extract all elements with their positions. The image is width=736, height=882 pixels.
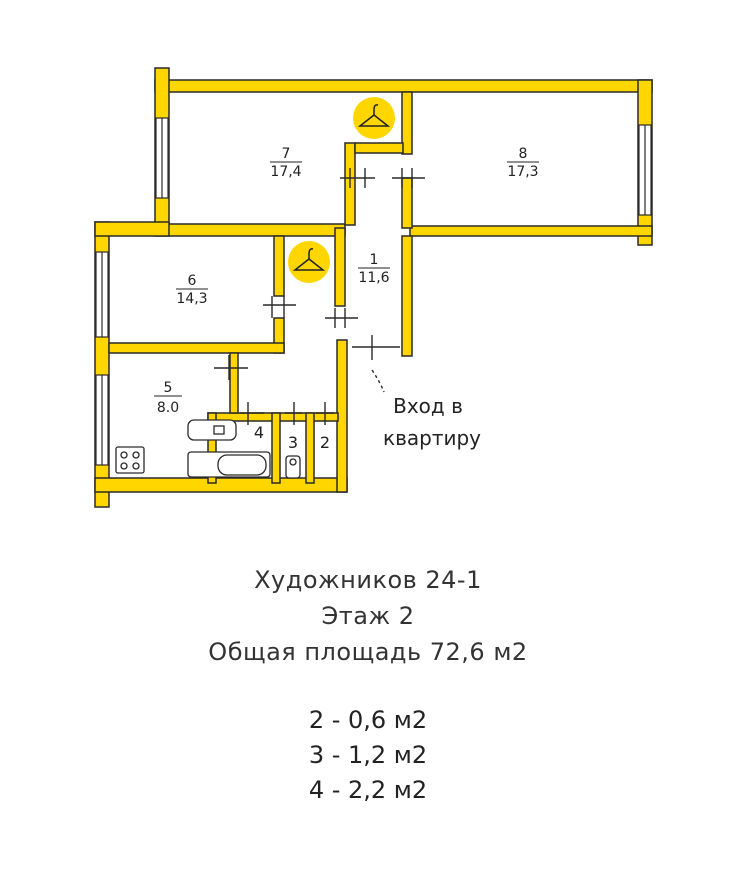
room-5-number: 5 bbox=[164, 380, 173, 396]
entrance-label-line2: квартиру bbox=[383, 426, 481, 450]
small-area-4: 4 - 2,2 м2 bbox=[308, 776, 428, 804]
hanger-icon bbox=[353, 97, 395, 139]
toilet-icon bbox=[285, 455, 301, 479]
floor-plan: 7 17,4 8 17,3 6 14,3 1 11,6 5 8.0 4 3 2 … bbox=[94, 67, 653, 508]
room-7-area: 17,4 bbox=[270, 164, 301, 180]
room-6-number: 6 bbox=[188, 273, 197, 289]
room-7-number: 7 bbox=[282, 146, 291, 162]
windows bbox=[95, 117, 652, 466]
floor-caption: Этаж 2 bbox=[321, 602, 415, 630]
entrance-label-line1: Вход в bbox=[393, 394, 463, 418]
room-1-area: 11,6 bbox=[358, 270, 389, 286]
small-area-3: 3 - 1,2 м2 bbox=[308, 741, 428, 769]
room-2-number: 2 bbox=[320, 433, 330, 452]
room-8-number: 8 bbox=[519, 146, 528, 162]
room-6-area: 14,3 bbox=[176, 291, 207, 307]
room-3-number: 3 bbox=[288, 433, 298, 452]
address-caption: Художников 24-1 bbox=[254, 566, 482, 594]
room-8-area: 17,3 bbox=[507, 164, 538, 180]
small-area-2: 2 - 0,6 м2 bbox=[308, 706, 428, 734]
sink-icon bbox=[187, 419, 237, 441]
room-4-number: 4 bbox=[254, 423, 264, 442]
room-1-number: 1 bbox=[370, 252, 379, 268]
bathtub-icon bbox=[187, 451, 271, 478]
room-5-area: 8.0 bbox=[157, 400, 179, 416]
doors bbox=[214, 168, 425, 425]
stove-icon bbox=[115, 446, 145, 474]
total-area-caption: Общая площадь 72,6 м2 bbox=[208, 638, 528, 666]
hanger-icon bbox=[288, 241, 330, 283]
